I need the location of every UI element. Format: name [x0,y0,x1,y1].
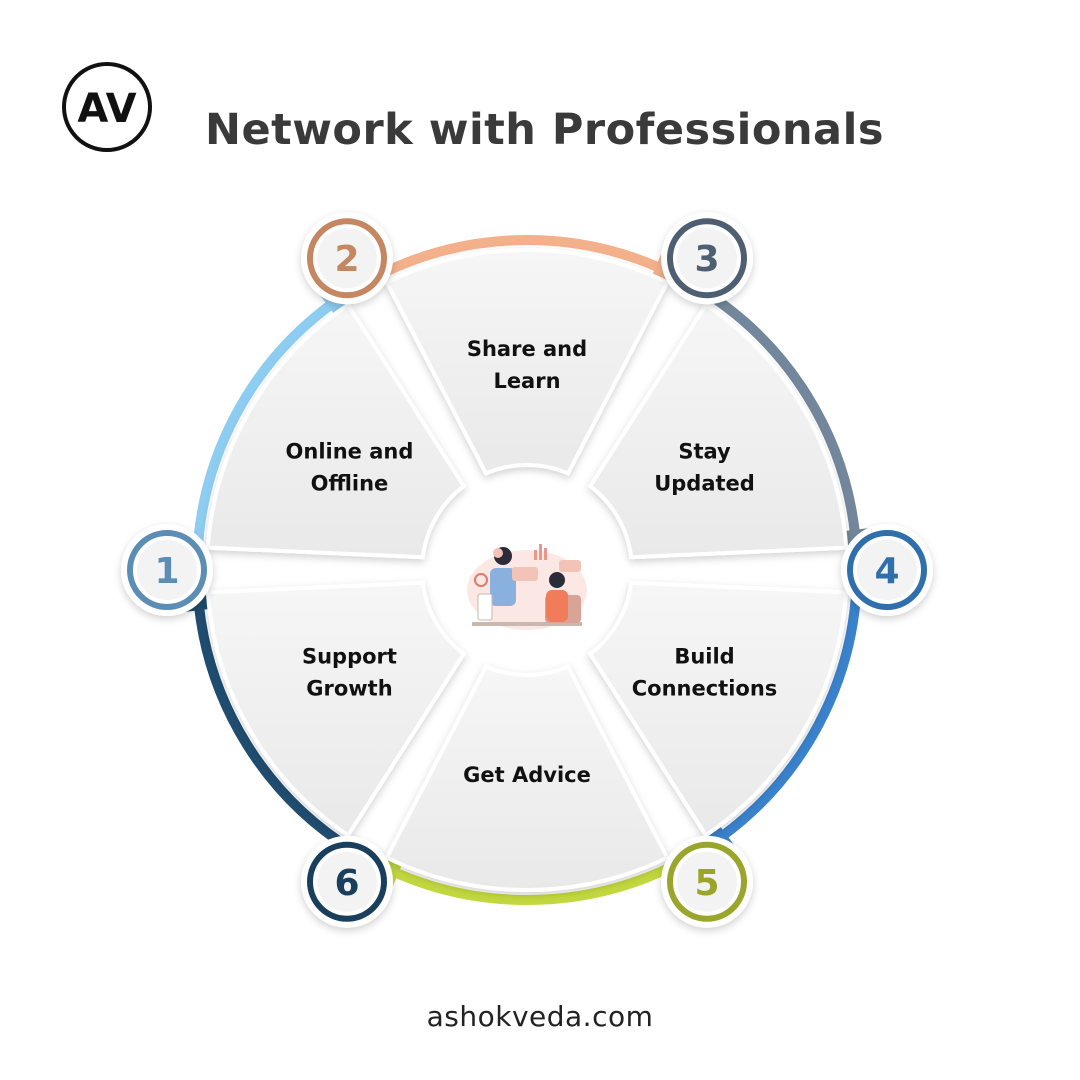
arrow-arc-5 [390,856,685,905]
step-badge-3: 3 [661,212,753,305]
step-badge-6: 6 [301,835,393,928]
networking-illustration [467,544,587,630]
step-label-line: Connections [632,677,778,701]
step-number-6: 6 [334,863,359,904]
arrow-arc-4 [718,581,862,842]
step-number-4: 4 [874,551,899,592]
step-number-5: 5 [694,863,719,904]
step-label-line: Support [302,645,397,669]
arrow-arc-3 [699,285,861,537]
brand-logo: AV [62,62,152,152]
segment-1 [205,301,467,560]
footer-url: ashokveda.com [426,1000,654,1033]
step-label-line: Updated [654,472,755,496]
step-badge-4: 4 [841,524,933,616]
page-title: Network with Professionals [205,105,884,155]
step-label-line: Learn [493,369,560,393]
segment-2 [383,248,671,476]
step-label-line: Online and [286,440,414,464]
step-badge-1: 1 [121,524,213,616]
step-number-2: 2 [334,239,359,280]
step-badge-5: 5 [661,835,753,928]
step-number-3: 3 [694,239,719,280]
segment-4 [587,580,849,839]
logo-text: AV [77,86,136,132]
step-label-line: Stay [678,440,731,464]
segment-6 [205,580,467,839]
step-label-line: Get Advice [463,763,591,787]
step-label-line: Build [674,645,734,669]
step-label-5: Get Advice [463,763,591,787]
step-badge-2: 2 [301,212,393,305]
segment-3 [587,301,849,560]
step-number-1: 1 [154,551,179,592]
step-label-line: Growth [306,677,392,701]
step-badges: 1 2 3 4 5 6 [121,212,933,928]
arrow-arc-6 [193,603,355,855]
step-label-line: Offline [311,472,389,496]
step-label-line: Share and [467,337,587,361]
arrow-arc-2 [369,235,664,284]
arrow-arc-1 [192,298,336,559]
segment-5 [383,664,671,892]
